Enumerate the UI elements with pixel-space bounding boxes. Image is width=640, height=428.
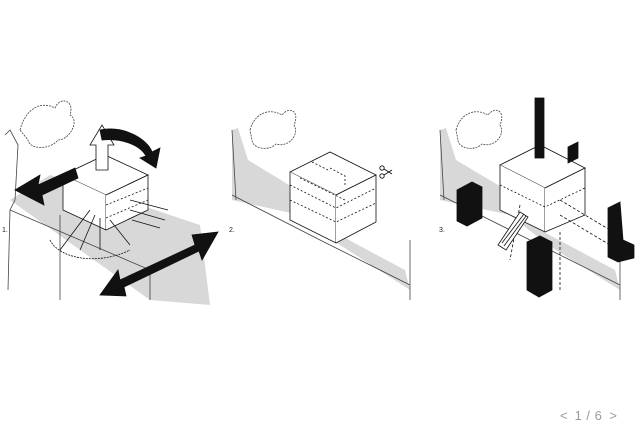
slideshow-pager: < 1 / 6 > xyxy=(560,408,617,423)
step-label-2: 2. xyxy=(229,227,235,234)
slide-counter: 1 / 6 xyxy=(574,408,603,423)
scissors-icon xyxy=(379,165,393,179)
step-label-3: 3. xyxy=(439,227,445,234)
diagram-panel-1 xyxy=(4,100,219,305)
chevron-right-icon[interactable]: > xyxy=(609,408,617,423)
diagram-panel-2 xyxy=(231,109,411,300)
chevron-left-icon[interactable]: < xyxy=(560,408,568,423)
diagram-panel-3 xyxy=(439,97,635,300)
step-label-1: 1. xyxy=(2,227,8,234)
